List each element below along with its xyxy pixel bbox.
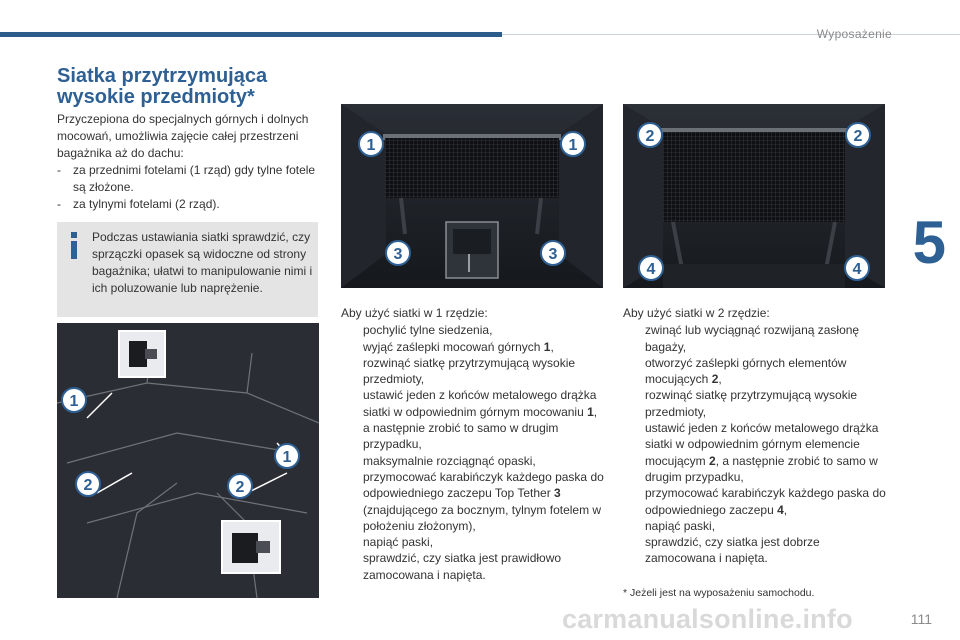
- bullet-icon: [341, 534, 363, 550]
- steps-row1-lead: Aby użyć siatki w 1 rzędzie:: [341, 306, 488, 320]
- steps-row2-lead: Aby użyć siatki w 2 rzędzie:: [623, 306, 770, 320]
- svg-text:2: 2: [236, 479, 245, 496]
- figure-mounting-points: 1 1 2 2: [57, 323, 319, 598]
- dash-marker: -: [57, 197, 61, 211]
- callout-1-upper: 1: [61, 387, 87, 413]
- header-bar: [0, 32, 502, 37]
- callout-2-left: 2: [75, 471, 101, 497]
- steps-row2: Aby użyć siatki w 2 rzędzie: zwinąć lub …: [623, 305, 888, 567]
- dash-marker: -: [57, 163, 61, 177]
- bullet-icon: [341, 322, 363, 338]
- list-item: przymocować karabińczyk każdego paska do…: [623, 485, 888, 518]
- inset-top: [118, 330, 166, 378]
- figure-mounting-illustration: 1 1 2 2: [57, 323, 319, 598]
- intro-paragraph: Przyczepiona do specjalnych górnych i do…: [57, 112, 309, 160]
- watermark: carmanualsonline.info: [562, 604, 853, 634]
- figure-row2-illustration: 2 2 4 4: [623, 104, 885, 288]
- bullet-icon: [623, 322, 645, 355]
- steps-row1: Aby użyć siatki w 1 rzędzie: pochylić ty…: [341, 305, 606, 583]
- svg-text:3: 3: [394, 246, 403, 263]
- bullet-icon: [623, 518, 645, 534]
- callout-3-left: 3: [385, 240, 411, 266]
- svg-text:2: 2: [646, 128, 655, 145]
- bullet-icon: [341, 355, 363, 388]
- list-item: sprawdzić, czy siatka jest dobrze zamoco…: [623, 534, 888, 567]
- page-number: 111: [910, 611, 932, 627]
- header-rule: [502, 34, 960, 35]
- callout-4-right: 4: [844, 255, 870, 281]
- intro-item-text: za przednimi fotelami (1 rząd) gdy tylne…: [73, 163, 316, 194]
- figure-row2-install: 2 2 4 4: [623, 104, 885, 288]
- list-item: rozwinąć siatkę przytrzymującą wysokie p…: [341, 355, 606, 388]
- inset-bottom: [221, 520, 281, 574]
- bullet-icon: [623, 485, 645, 518]
- svg-text:1: 1: [283, 449, 292, 466]
- info-box: Podczas ustawiania siatki sprawdzić, czy…: [57, 222, 318, 317]
- list-item: zwinąć lub wyciągnąć rozwijaną zasłonę b…: [623, 322, 888, 355]
- title-line-1: Siatka przytrzymująca: [57, 65, 268, 87]
- list-item: sprawdzić, czy siatka jest prawidłowo za…: [341, 550, 606, 583]
- bullet-icon: [623, 534, 645, 567]
- callout-1-left: 1: [358, 131, 384, 157]
- section-header: Wyposażenie: [816, 27, 892, 41]
- callout-1-lower: 1: [274, 443, 300, 469]
- svg-text:1: 1: [569, 137, 578, 154]
- callout-2-right: 2: [845, 122, 871, 148]
- chapter-number: 5: [912, 209, 946, 276]
- list-item: napiąć paski,: [623, 518, 888, 534]
- bullet-icon: [341, 550, 363, 583]
- bullet-icon: [341, 387, 363, 452]
- footnote: * Jeżeli jest na wyposażeniu samochodu.: [623, 587, 815, 599]
- intro-item: - za przednimi fotelami (1 rząd) gdy tyl…: [57, 162, 327, 196]
- list-item: napiąć paski,: [341, 534, 606, 550]
- svg-text:2: 2: [854, 128, 863, 145]
- intro-item: - za tylnymi fotelami (2 rząd).: [57, 196, 327, 213]
- page-title: Siatka przytrzymująca wysokie przedmioty…: [57, 66, 327, 108]
- svg-text:3: 3: [549, 246, 558, 263]
- figure-row1-install: 1 1 3 3: [341, 104, 603, 288]
- bullet-icon: [341, 453, 363, 469]
- chapter-tab: [912, 204, 960, 300]
- list-item: maksymalnie rozciągnąć opaski,: [341, 453, 606, 469]
- bullet-icon: [341, 469, 363, 534]
- callout-2-right: 2: [227, 473, 253, 499]
- svg-text:2: 2: [84, 477, 93, 494]
- figure-row1-illustration: 1 1 3 3: [341, 104, 603, 288]
- svg-text:4: 4: [853, 261, 862, 278]
- list-item: przymocować karabińczyk każdego paska do…: [341, 469, 606, 534]
- intro-text: Przyczepiona do specjalnych górnych i do…: [57, 111, 327, 213]
- callout-3-right: 3: [540, 240, 566, 266]
- list-item: ustawić jeden z końców metalowego drążka…: [623, 420, 888, 485]
- info-icon: [67, 232, 81, 262]
- callout-2-left: 2: [637, 122, 663, 148]
- svg-text:4: 4: [647, 261, 656, 278]
- bullet-icon: [623, 355, 645, 388]
- svg-text:1: 1: [367, 137, 376, 154]
- bullet-icon: [623, 387, 645, 420]
- intro-item-text: za tylnymi fotelami (2 rząd).: [73, 197, 220, 211]
- callout-4-left: 4: [638, 255, 664, 281]
- list-item: otworzyć zaślepki górnych elementów mocu…: [623, 355, 888, 388]
- bullet-icon: [623, 420, 645, 485]
- list-item: rozwinąć siatkę przytrzymującą wysokie p…: [623, 387, 888, 420]
- info-text: Podczas ustawiania siatki sprawdzić, czy…: [92, 230, 313, 295]
- title-line-2: wysokie przedmioty*: [57, 86, 255, 108]
- bullet-icon: [341, 339, 363, 355]
- list-item: ustawić jeden z końców metalowego drążka…: [341, 387, 606, 452]
- list-item: wyjąć zaślepki mocowań górnych 1,: [341, 339, 606, 355]
- list-item: pochylić tylne siedzenia,: [341, 322, 606, 338]
- callout-1-right: 1: [560, 131, 586, 157]
- svg-text:1: 1: [70, 393, 79, 410]
